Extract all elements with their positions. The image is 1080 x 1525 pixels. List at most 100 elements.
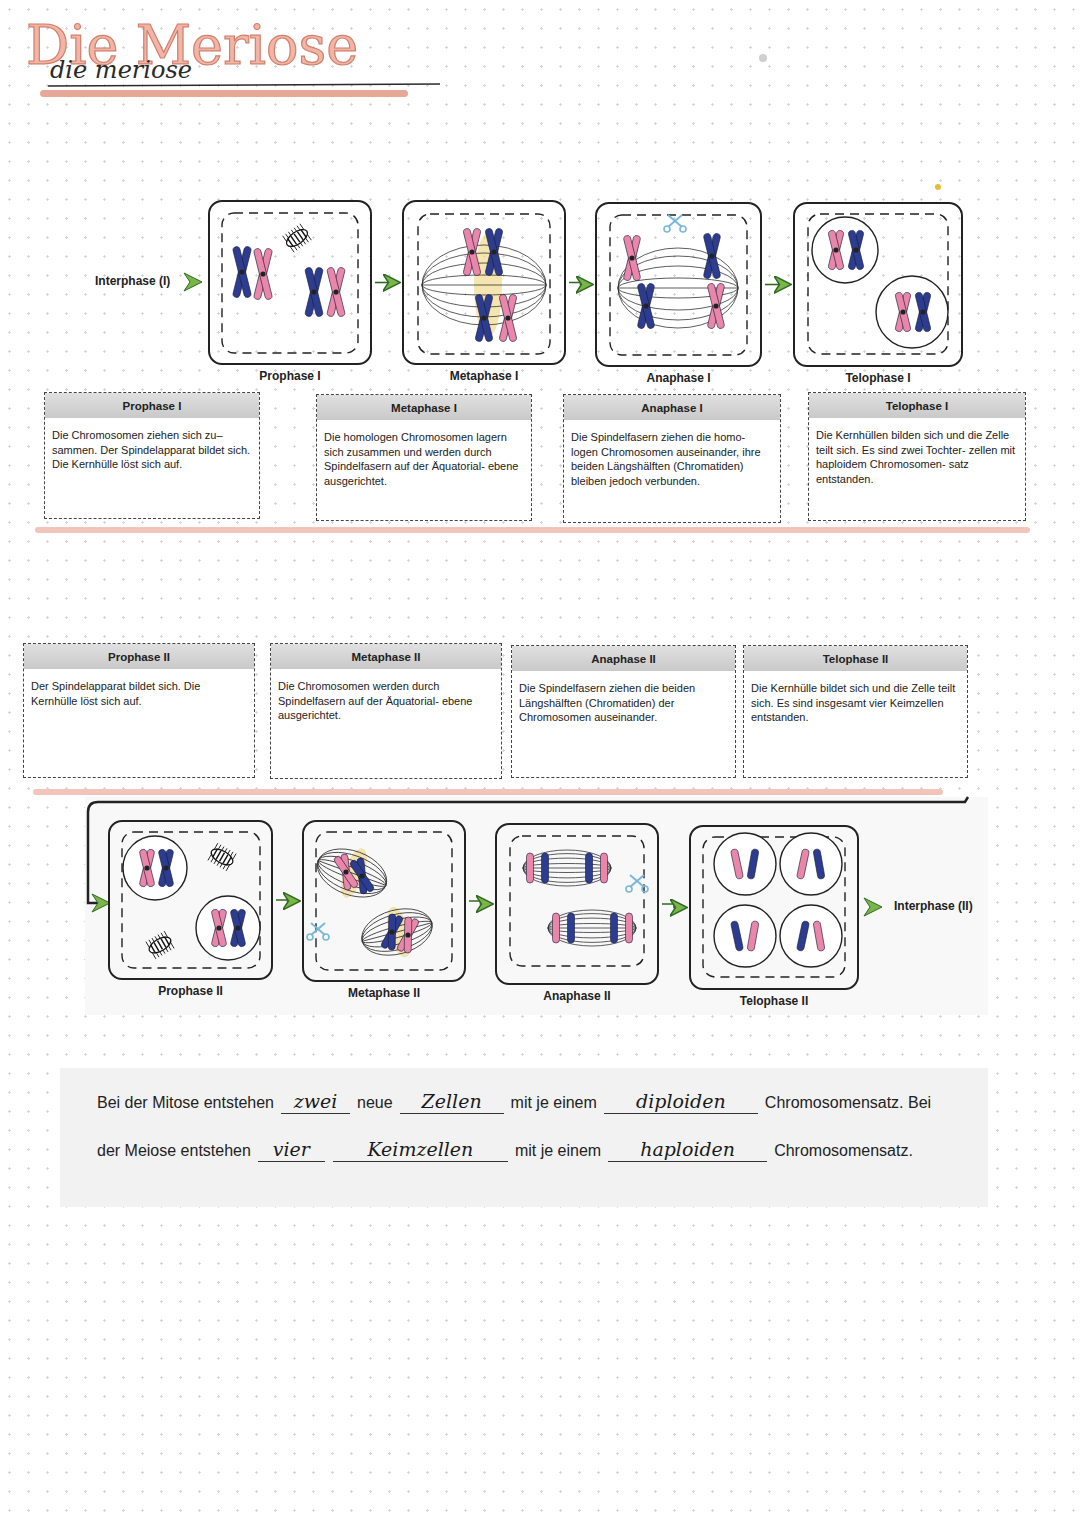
chromatid (637, 283, 655, 329)
chromatid (553, 913, 560, 943)
sentence-text: Bei der Mitose entstehen (97, 1094, 274, 1112)
chromatid (139, 849, 155, 888)
centriole (284, 226, 311, 250)
chromatid (485, 228, 503, 276)
chromatid (915, 292, 931, 333)
hand-underline (48, 84, 440, 86)
chromatid (527, 853, 534, 883)
box-text: Die Chromosomen werden durch Spindelfase… (271, 669, 501, 731)
centromere (343, 869, 348, 874)
spindle (357, 901, 438, 962)
spindle-fiber (314, 849, 390, 896)
centromere (469, 249, 474, 254)
chromatid (475, 294, 493, 342)
centromere (491, 249, 496, 254)
handwritten-answer: Keimzellen (333, 1138, 508, 1162)
chromatid (895, 292, 911, 333)
chromatid (305, 267, 324, 317)
cell-figure: Anaphase II (495, 823, 659, 985)
cell-membrane (714, 833, 776, 895)
centromere (405, 932, 410, 937)
centriole-stripe (216, 851, 221, 860)
spindle-fiber (548, 910, 636, 946)
flow-arrow (469, 901, 492, 904)
chromatid (730, 849, 743, 880)
scissors-icon (323, 934, 329, 940)
chromatid (848, 230, 864, 271)
scissors-icon (680, 226, 686, 232)
sentence-text: mit je einem (511, 1094, 597, 1112)
centriole-stripe (297, 232, 303, 240)
box-text: Die Chromosomen ziehen sich zu– sammen. … (45, 418, 259, 480)
scissors-icon (668, 215, 682, 227)
chromatid (813, 849, 825, 880)
arrow-head (864, 898, 882, 916)
centriole-stripe (213, 849, 218, 858)
flow-arrow (569, 283, 592, 285)
cloze-box: Bei der Mitose entstehenzweineueZellenmi… (60, 1068, 988, 1207)
centriole-stripe (154, 943, 159, 952)
divider-bar (35, 527, 1030, 533)
centriole-stripe (220, 853, 225, 862)
nuclear-envelope (122, 832, 260, 968)
chromatid (139, 849, 155, 888)
nuclear-envelope (418, 214, 550, 354)
centromere (920, 309, 925, 314)
chromatid (703, 233, 721, 279)
chromatid (703, 233, 721, 279)
sentence-text: der Meiose entstehen (97, 1142, 251, 1160)
chromatid (349, 859, 375, 893)
chromatid (796, 849, 809, 880)
scissors-icon (307, 934, 313, 940)
centromere (505, 315, 510, 320)
phase-box: Anaphase IDie Spindelfasern ziehen die h… (563, 394, 781, 523)
centromere (629, 255, 634, 260)
centromere (359, 873, 364, 878)
chromatid (499, 294, 517, 342)
spindle-fiber (523, 864, 611, 873)
spindle-fiber (422, 285, 546, 286)
centriole-stripe (158, 941, 163, 950)
chromatid (707, 283, 725, 329)
box-heading: Metaphase II (271, 644, 501, 669)
handwritten-answer: Zellen (400, 1090, 504, 1114)
chromatid (568, 913, 575, 943)
phase-box: Telophase IIDie Kernhülle bildet sich un… (743, 645, 968, 778)
centrosome (207, 842, 238, 871)
flow-arrow (276, 900, 299, 901)
handwritten-title: die meriose (50, 56, 192, 84)
centromere (144, 865, 149, 870)
chromatid (730, 921, 743, 952)
chromatid (623, 235, 641, 281)
box-text: Die Kernhüllen bilden sich und die Zelle… (809, 418, 1025, 494)
spindle (523, 850, 611, 886)
centromere (900, 309, 905, 314)
box-text: Die homologen Chromosomen lagern sich zu… (317, 420, 531, 496)
chromatid (601, 853, 608, 883)
spindle-fiber (548, 918, 636, 938)
chromatid (895, 292, 911, 333)
dot (935, 184, 941, 190)
box-text: Der Spindelapparat bildet sich. Die Kern… (24, 669, 254, 716)
phase-box: Anaphase IIDie Spindelfasern ziehen die … (511, 645, 736, 778)
spindle-fiber (523, 858, 611, 878)
nuclear-envelope (610, 215, 747, 355)
centromere (713, 303, 718, 308)
centriole-stripe (161, 939, 166, 948)
flow-arrow (375, 282, 399, 284)
arrow-head (184, 273, 202, 291)
chromatid (230, 909, 246, 948)
spindle-fiber (548, 924, 636, 933)
spindle-fiber (357, 901, 438, 962)
chromatid (485, 228, 503, 276)
phase-label: Interphase (II) (894, 899, 973, 913)
photo-ground (85, 797, 988, 1015)
centromere (260, 271, 265, 276)
box-heading: Prophase I (45, 393, 259, 418)
phase-box: Prophase IDie Chromosomen ziehen sich zu… (44, 392, 260, 519)
centromere (311, 289, 316, 294)
flow-arrow (765, 284, 790, 286)
phase-label: Telophase I (795, 371, 961, 385)
box-text: Die Kernhülle bildet sich und die Zelle … (744, 671, 967, 733)
chromatid (499, 294, 517, 342)
